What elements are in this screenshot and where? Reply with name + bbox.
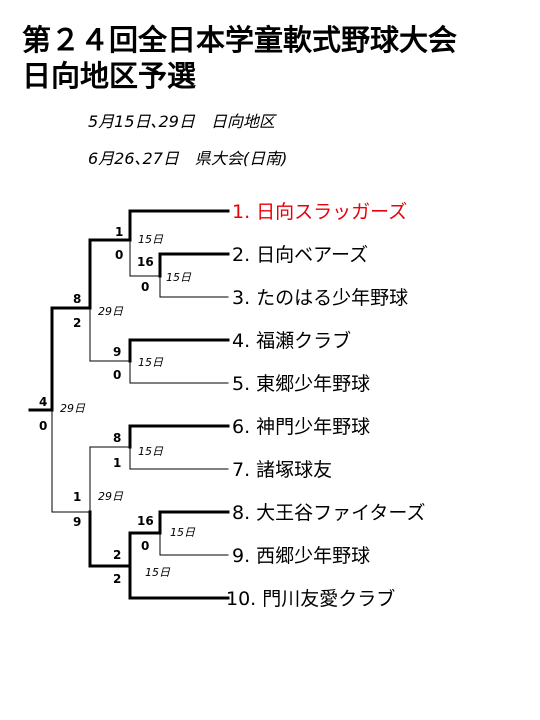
score-m23-bottom: 0 [141,280,149,294]
score-m10-bottom: 2 [113,572,121,586]
date-m67: 15日 [138,445,164,458]
score-m1-top: 1 [115,225,123,239]
score-m45-top: 9 [113,345,121,359]
score-m89-bottom: 0 [141,539,149,553]
team-10: 10. 門川友愛クラブ [226,587,395,610]
score-m89-top: 16 [137,514,154,528]
match-scores: 16 0 15日 1 0 15日 9 0 15日 8 2 29日 8 1 15日… [39,225,196,586]
score-final-bottom: 0 [39,419,47,433]
score-m10-top: 2 [113,548,121,562]
schedule-line-2: 6月26､27日 県大会(日南) [88,149,288,168]
score-topsemi-top: 8 [73,292,81,306]
date-topsemi: 29日 [98,305,124,318]
team-1: 1. 日向スラッガーズ [232,201,407,223]
date-m89: 15日 [170,526,196,539]
team-8: 8. 大王谷ファイターズ [232,502,425,524]
date-final: 29日 [60,402,86,415]
date-m45: 15日 [138,356,164,369]
date-m1: 15日 [138,233,164,246]
score-botsemi-top: 1 [73,490,81,504]
score-m67-bottom: 1 [113,456,121,470]
team-2: 2. 日向ベアーズ [232,244,368,266]
date-m10: 15日 [145,566,171,579]
score-m67-top: 8 [113,431,121,445]
score-m23-top: 16 [137,255,154,269]
date-m23: 15日 [166,271,192,284]
team-4: 4. 福瀬クラブ [232,329,351,352]
score-botsemi-bottom: 9 [73,515,81,529]
score-topsemi-bottom: 2 [73,316,81,330]
score-m1-bottom: 0 [115,248,123,262]
bracket-lines [28,209,230,600]
schedule-line-1: 5月15日､29日 日向地区 [88,112,275,131]
date-botsemi: 29日 [98,490,124,503]
team-labels: 1. 日向スラッガーズ 2. 日向ベアーズ 3. たのはる少年野球 4. 福瀬ク… [226,201,425,610]
team-6: 6. 神門少年野球 [232,416,370,438]
team-7: 7. 諸塚球友 [232,459,332,481]
score-final-top: 4 [39,395,47,409]
score-m45-bottom: 0 [113,368,121,382]
team-9: 9. 西郷少年野球 [232,545,370,567]
page-title: 第２４回全日本学童軟式野球大会 [22,23,458,57]
team-5: 5. 東郷少年野球 [232,373,370,395]
page-subtitle: 日向地区予選 [22,59,197,93]
team-3: 3. たのはる少年野球 [232,287,408,309]
